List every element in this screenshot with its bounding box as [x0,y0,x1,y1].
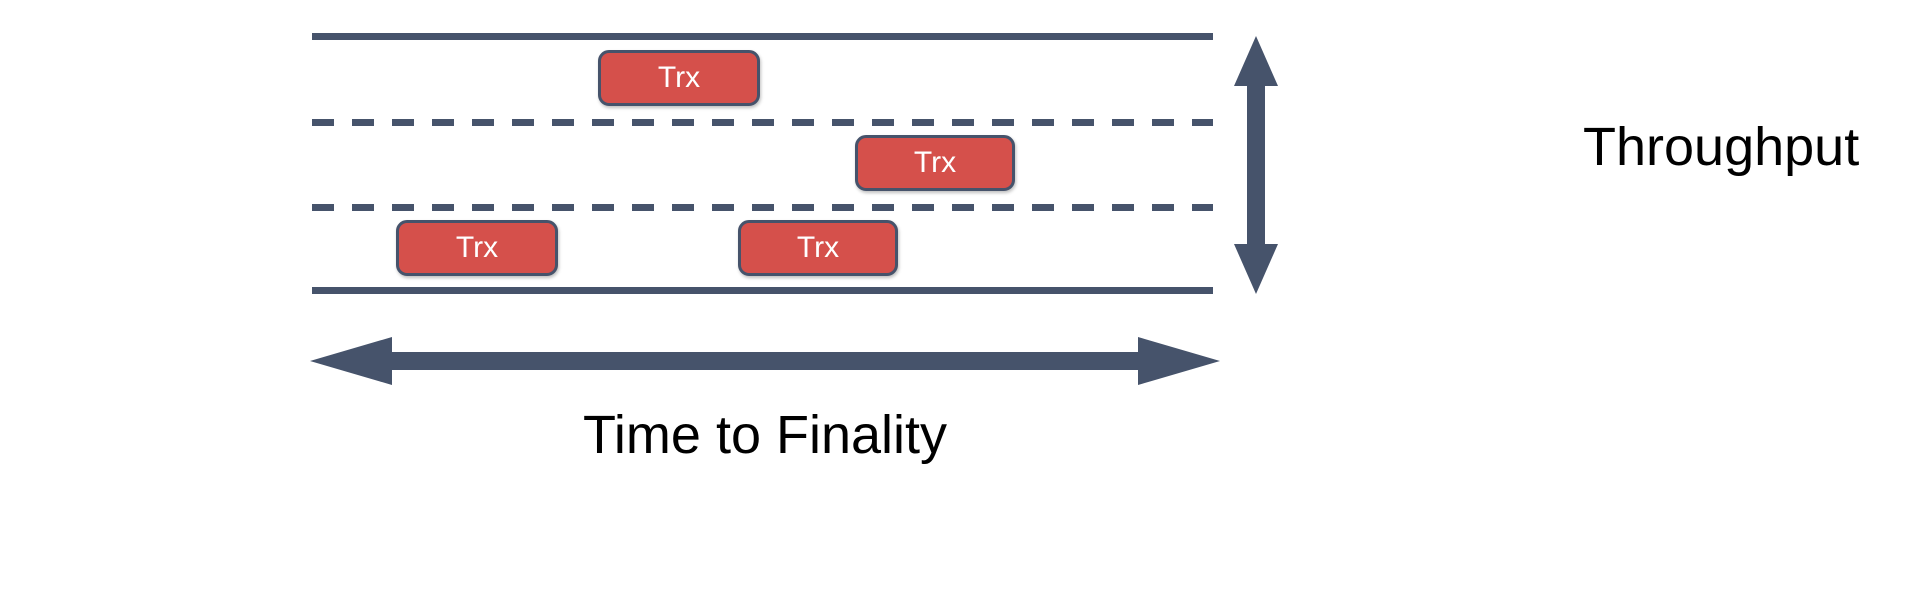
transaction-label: Trx [455,231,499,264]
transaction-box[interactable]: Trx [855,135,1015,191]
transaction-label: Trx [796,231,840,264]
transaction-box[interactable]: Trx [396,220,558,276]
transaction-label: Trx [657,61,701,94]
transaction-box[interactable]: Trx [598,50,760,106]
lane-line-top [312,33,1213,40]
throughput-arrow-icon [1234,36,1278,294]
transaction-box[interactable]: Trx [738,220,898,276]
lane-line-middle-lower [312,204,1213,211]
transaction-label: Trx [913,146,957,179]
time-to-finality-arrow-icon [310,337,1220,385]
lane-line-bottom [312,287,1213,294]
throughput-axis-label: Throughput [1583,117,1860,177]
lane-line-middle-upper [312,119,1213,126]
time-to-finality-axis-label: Time to Finality [582,405,948,465]
